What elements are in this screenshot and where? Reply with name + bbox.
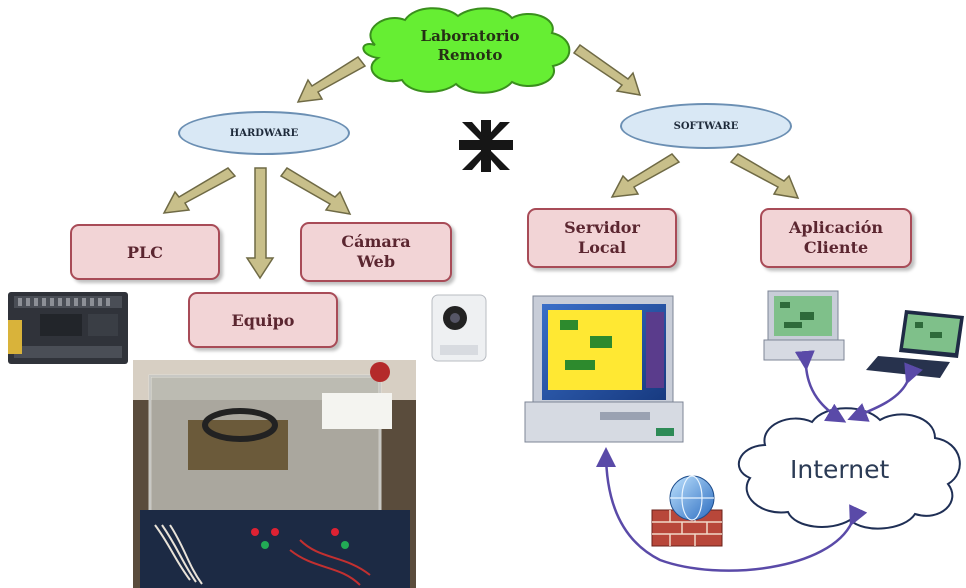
lab-equipment-photo	[133, 360, 416, 588]
network-links	[596, 350, 923, 572]
link-laptop-internet	[847, 362, 923, 422]
client-laptop-icon	[866, 310, 964, 378]
camara-node: Cámara Web	[300, 222, 452, 282]
servidor-label-line1: Servidor	[564, 218, 640, 237]
globe-icon	[669, 475, 715, 521]
plc-node: PLC	[70, 224, 220, 280]
aplicacion-label-line2: Cliente	[803, 238, 869, 257]
root-label-line1: Laboratorio	[420, 27, 520, 45]
plc-device-icon	[8, 292, 128, 364]
servidor-node: Servidor Local	[527, 208, 677, 268]
root-cloud	[362, 7, 571, 94]
equipo-label: Equipo	[231, 310, 295, 330]
hierarchy-arrows	[162, 43, 800, 280]
client-desktop-icon	[763, 290, 845, 361]
aplicacion-label-line1: Aplicación	[789, 218, 883, 237]
utn-logo-icon	[459, 120, 513, 172]
camara-label-line1: Cámara	[341, 232, 411, 251]
root-label-line2: Remoto	[437, 46, 503, 64]
arrow-root-software	[572, 43, 642, 96]
arrow-software-aplicacion	[729, 153, 800, 199]
link-server-internet	[596, 447, 868, 572]
server-computer-icon	[524, 295, 684, 443]
software-label: SOFTWARE	[673, 120, 739, 132]
arrow-hardware-camara	[279, 167, 352, 215]
software-node: SOFTWARE	[620, 103, 792, 149]
camara-label-line2: Web	[356, 252, 396, 271]
root-node-label: Laboratorio Remoto	[400, 27, 540, 65]
plc-label: PLC	[126, 242, 163, 262]
arrow-root-hardware	[296, 56, 367, 103]
aplicacion-node: Aplicación Cliente	[760, 208, 912, 268]
webcam-icon	[431, 294, 487, 362]
arrow-software-servidor	[610, 153, 681, 198]
equipo-node: Equipo	[188, 292, 338, 348]
hardware-label: HARDWARE	[229, 127, 299, 139]
hardware-node: HARDWARE	[178, 111, 350, 155]
arrow-hardware-equipo	[245, 167, 275, 280]
servidor-label-line2: Local	[577, 238, 627, 257]
link-desktop-internet	[794, 350, 847, 423]
arrow-hardware-plc	[162, 167, 237, 214]
internet-label: Internet	[790, 455, 890, 484]
